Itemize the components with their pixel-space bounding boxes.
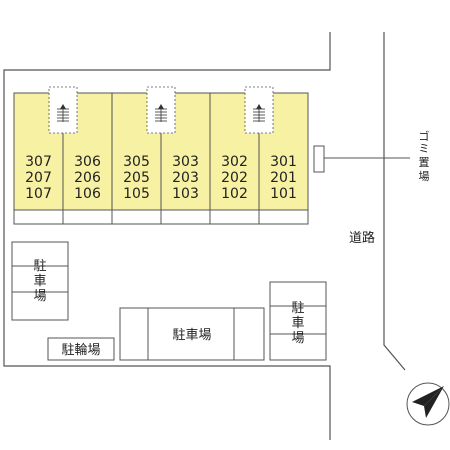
site-boundary — [3, 32, 331, 440]
unit-number: 307 — [25, 154, 52, 170]
svg-text:置: 置 — [419, 156, 430, 169]
unit-number: 205 — [123, 170, 150, 186]
svg-text:車: 車 — [291, 316, 304, 331]
stairs-up-icon — [57, 104, 69, 122]
unit-number: 301 — [270, 154, 297, 170]
unit-number: 207 — [25, 170, 52, 186]
parking-right: 駐 車 場 — [269, 281, 327, 361]
unit-number: 105 — [123, 186, 150, 202]
unit-number: 203 — [172, 170, 199, 186]
north-arrow-icon — [406, 382, 450, 426]
svg-text:場: 場 — [291, 331, 304, 346]
stairs-up-icon — [155, 104, 167, 122]
bicycle-parking: 駐輪場 — [47, 337, 115, 361]
svg-text:場: 場 — [419, 170, 430, 183]
svg-text:駐: 駐 — [291, 301, 304, 316]
unit-number: 303 — [172, 154, 199, 170]
road-label: 道路 — [349, 230, 375, 246]
unit-number: 106 — [74, 186, 101, 202]
svg-text:駐: 駐 — [33, 259, 46, 274]
svg-text:ゴ: ゴ — [419, 129, 430, 143]
unit-number: 306 — [74, 154, 101, 170]
svg-text:駐車場: 駐車場 — [172, 328, 211, 343]
svg-text:ミ: ミ — [419, 142, 430, 155]
unit-number: 102 — [221, 186, 248, 202]
unit-number: 103 — [172, 186, 199, 202]
unit-number: 101 — [270, 186, 297, 202]
unit-number: 305 — [123, 154, 150, 170]
garbage-label: ゴ ミ 置 場 — [419, 129, 430, 183]
unit-number: 107 — [25, 186, 52, 202]
parking-center: 駐車場 — [119, 307, 265, 361]
stairs-up-icon — [253, 104, 265, 122]
garbage-station — [313, 145, 325, 173]
svg-text:車: 車 — [33, 274, 46, 289]
svg-text:駐輪場: 駐輪場 — [61, 342, 100, 358]
road-edge — [383, 32, 406, 371]
unit-number: 206 — [74, 170, 101, 186]
apartment-building: 3072071073062061063052051053032031033022… — [13, 86, 309, 225]
unit-number: 202 — [221, 170, 248, 186]
svg-text:場: 場 — [33, 289, 46, 304]
unit-number: 302 — [221, 154, 248, 170]
unit-number: 201 — [270, 170, 297, 186]
parking-left: 駐 車 場 — [11, 241, 69, 321]
